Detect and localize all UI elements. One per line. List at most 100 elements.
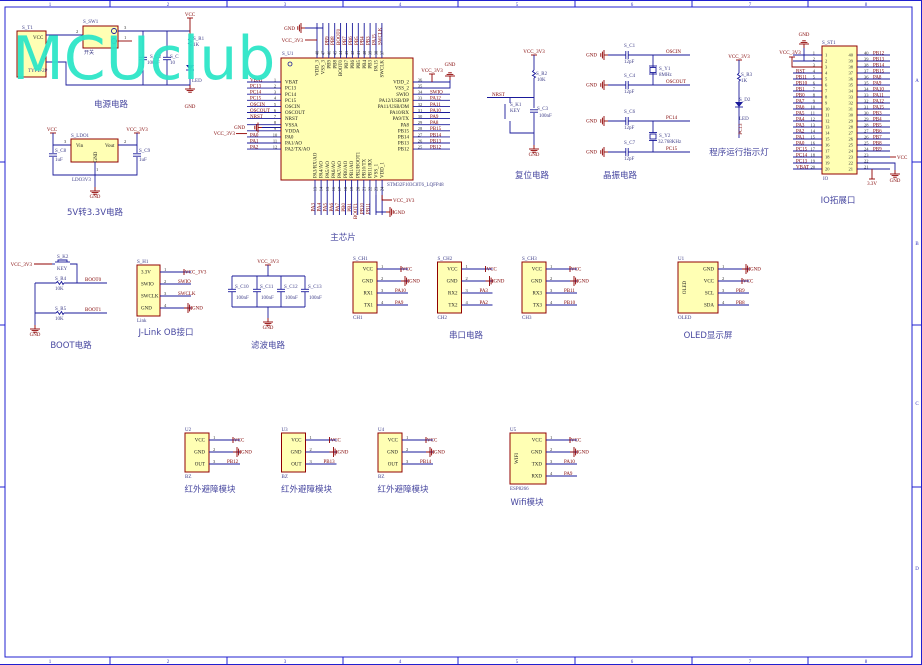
- module-ref: S_CH3: [522, 257, 537, 262]
- net-label: SWCLK: [378, 27, 383, 45]
- net-label: PB14: [873, 64, 885, 69]
- pin-name: GND: [362, 280, 373, 285]
- net-vcc-3v3: VCC_3V3: [393, 199, 415, 204]
- module-ref: U4: [378, 428, 385, 433]
- pin-number: 21: [361, 187, 366, 192]
- pin-number: 38: [864, 63, 869, 68]
- pin-number: 18: [811, 153, 816, 158]
- pin-number: 16: [331, 186, 336, 191]
- net-label: SWIO: [178, 280, 191, 285]
- wire: [509, 121, 534, 134]
- pin-name: SWCLK: [141, 295, 159, 300]
- pin-number: 42: [350, 51, 355, 56]
- net-gnd: GND: [586, 151, 597, 156]
- pin-number: 29: [864, 117, 869, 122]
- capacitor-value: 1uF: [139, 158, 147, 163]
- pin-name: PC14: [285, 93, 297, 98]
- led-label: LED: [192, 79, 202, 84]
- capacitor-value: 100nF: [285, 296, 298, 301]
- pin-number: 17: [825, 149, 830, 154]
- power-switch-s-sw1: [82, 25, 119, 49]
- net-vcc: VCC: [331, 439, 342, 444]
- capacitor-ref: S_C13: [308, 285, 322, 290]
- pin-number: 2: [164, 279, 166, 284]
- crystal-value: 8MHz: [659, 73, 673, 78]
- pin-name: GND: [531, 280, 542, 285]
- capacitor-ref: S_C7: [624, 141, 636, 146]
- button-ref: S_K2: [57, 255, 69, 260]
- net-label: PB0: [342, 203, 347, 212]
- net-nrst: NRST: [492, 93, 505, 98]
- net-label: PA11: [430, 103, 441, 108]
- net-label: VBAT: [250, 78, 263, 83]
- boot-button-icon: [57, 259, 68, 262]
- pin-name: OUT: [291, 463, 301, 468]
- net-label: VBAT: [796, 166, 809, 171]
- jlink-connector-s-h1: [136, 264, 161, 317]
- pin-number: 31: [864, 105, 869, 110]
- net-gnd: GND: [284, 27, 295, 32]
- ldo-pin-vin: Vin: [76, 144, 84, 149]
- pin-number: 8: [274, 120, 277, 125]
- net-label: PB4: [361, 36, 366, 45]
- module-part: ESP8266: [510, 487, 529, 492]
- section-title-ldo: 5V转3.3V电路: [67, 207, 124, 218]
- vcc-lead: [381, 195, 392, 201]
- pin-number: 22: [368, 187, 373, 192]
- net-vcc: VCC: [743, 280, 754, 285]
- pin-number: 44: [338, 50, 343, 55]
- net-vcc-3v3: VCC_3V3: [282, 39, 304, 44]
- net-gnd: GND: [890, 179, 901, 184]
- resistor-value: 1K: [741, 79, 748, 84]
- pin-number: 14: [319, 186, 324, 191]
- module-part: BZ: [185, 475, 191, 480]
- pin-number: 9: [274, 126, 277, 131]
- switch-ref: S_SW1: [83, 20, 99, 25]
- pin-number: 40: [864, 51, 869, 56]
- pin-name: VCC: [195, 439, 206, 444]
- pin-number: 39: [864, 57, 869, 62]
- section-title-filter: 滤波电路: [251, 340, 286, 351]
- net-gnd: GND: [30, 333, 41, 338]
- pin-number: 33: [418, 96, 423, 101]
- pin-number: 19: [349, 186, 354, 191]
- net-label: PA10: [873, 88, 884, 93]
- module-part: CH2: [438, 316, 448, 321]
- pin-number: 27: [849, 131, 854, 136]
- pin-number: 45: [332, 50, 337, 55]
- crystal-icon: [649, 67, 657, 73]
- pin-number: 13: [313, 186, 318, 191]
- net-gnd: GND: [586, 84, 597, 89]
- net-label: PB15: [430, 127, 442, 132]
- pin-number: 4: [825, 71, 828, 76]
- net-label: PB7: [343, 36, 348, 45]
- net-label: PC14: [666, 116, 678, 121]
- pin-name: PB9: [327, 60, 332, 69]
- net-label: BOOT0: [337, 28, 342, 45]
- pin-number: 1: [310, 435, 312, 440]
- pin-name: OSCOUT: [285, 111, 305, 116]
- pin-number: 7: [274, 114, 277, 119]
- module-part: BZ: [282, 475, 288, 480]
- column-marker: 3: [284, 660, 287, 665]
- pin-name: PA8: [401, 123, 410, 128]
- net-label: PA6: [330, 203, 335, 212]
- net-label: PC15: [796, 148, 808, 153]
- pin-number: 2: [550, 447, 552, 452]
- pin-name: VCC: [447, 268, 458, 273]
- net-vcc-3v3: VCC_3V3: [126, 128, 148, 133]
- module-ref: S_CH1: [353, 257, 368, 262]
- pin-number: 4: [813, 69, 816, 74]
- button-ref: S_K1: [510, 103, 522, 108]
- capacitor-value: 12pF: [624, 60, 635, 65]
- net-gnd: GND: [409, 280, 420, 285]
- net-label: PA9: [873, 82, 882, 87]
- net-gnd: GND: [434, 451, 445, 456]
- pin-number: 10: [273, 132, 278, 137]
- net-label: PA9: [395, 301, 404, 306]
- pin-number: 22: [849, 161, 854, 166]
- pin-name: PB10/TX: [362, 158, 367, 178]
- capacitor-ref: S_C9: [139, 149, 151, 154]
- net-label: PB3: [367, 36, 372, 45]
- resistor-value: 10K: [55, 317, 64, 322]
